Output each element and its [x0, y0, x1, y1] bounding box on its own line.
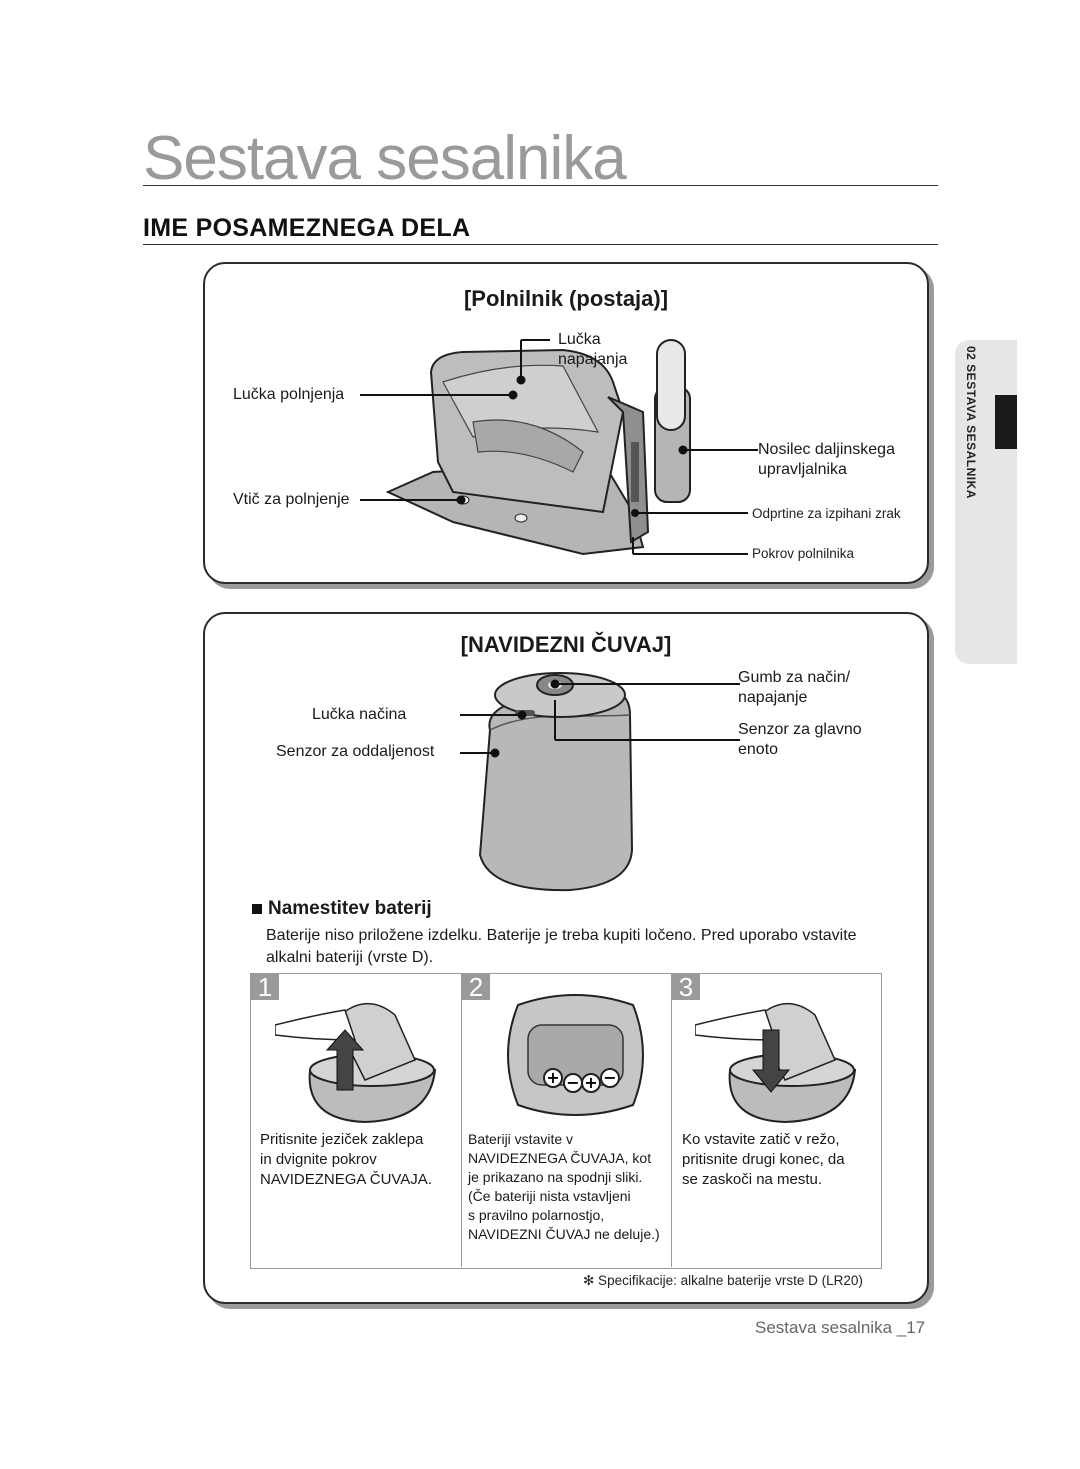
steps-divider-2	[671, 973, 672, 1267]
title-rule	[143, 185, 938, 186]
battery-description: Baterije niso priložene izdelku. Baterij…	[266, 927, 857, 966]
svg-text:−: −	[603, 1068, 616, 1087]
step-3-number: 3	[672, 974, 700, 1000]
exhaust-label: Odprtine za izpihani zrak	[752, 506, 901, 521]
steps-table	[250, 973, 882, 1269]
step-1-number: 1	[251, 974, 279, 1000]
page-title: Sestava sesalnika	[143, 124, 627, 193]
remote-control	[656, 339, 686, 431]
step-1-text: Pritisnite jeziček zaklepa in dvignite p…	[260, 1131, 432, 1188]
steps-divider-1	[461, 973, 462, 1267]
battery-spec-note: ✻ Specifikacije: alkalne baterije vrste …	[583, 1273, 863, 1288]
battery-heading: Namestitev baterij	[268, 898, 432, 919]
battery-bullet	[252, 904, 262, 914]
guard-illustration	[460, 672, 740, 892]
section-rule	[143, 244, 938, 245]
svg-text:+: +	[546, 1068, 559, 1087]
svg-text:−: −	[566, 1073, 579, 1092]
mode-button-label: Gumb za način/ napajanje	[738, 669, 851, 706]
side-chapter-tab	[955, 340, 1017, 664]
svg-text:+: +	[584, 1073, 597, 1092]
main-sensor-label: Senzor za glavno enoto	[738, 721, 862, 758]
charging-lamp-label: Lučka polnjenja	[233, 386, 345, 403]
page-footer: Sestava sesalnika _17	[755, 1318, 926, 1337]
section-heading: IME POSAMEZNEGA DELA	[143, 214, 471, 242]
mode-lamp-label: Lučka načina	[312, 706, 407, 723]
charger-title: [Polnilnik (postaja)]	[463, 286, 669, 311]
step-2-text: Bateriji vstavite v NAVIDEZNEGA ČUVAJA, …	[468, 1131, 660, 1242]
step-2-number: 2	[462, 974, 490, 1000]
step-2-illustration: + − + −	[507, 994, 644, 1116]
charging-plug-2	[514, 513, 528, 523]
charger-illustration	[360, 339, 758, 556]
charger-back	[607, 396, 650, 544]
step-1-illustration	[275, 1002, 437, 1124]
side-chapter-marker	[995, 395, 1017, 449]
cover-label: Pokrov polnilnika	[752, 546, 855, 561]
remote-holder-label: Nosilec daljinskega upravljalnika	[758, 441, 895, 478]
charging-plug-label: Vtič za polnjenje	[233, 491, 350, 508]
side-chapter-label: 02 SESTAVA SESALNIKA	[964, 346, 978, 499]
power-lamp-label: Lučka napajanja	[558, 331, 628, 368]
exhaust-vents	[631, 442, 639, 502]
distance-sensor-label: Senzor za oddaljenost	[276, 743, 435, 760]
step-3-illustration	[695, 1002, 857, 1124]
guard-title: [NAVIDEZNI ČUVAJ]	[460, 632, 672, 657]
step-3-text: Ko vstavite zatič v režo, pritisnite dru…	[682, 1131, 845, 1188]
